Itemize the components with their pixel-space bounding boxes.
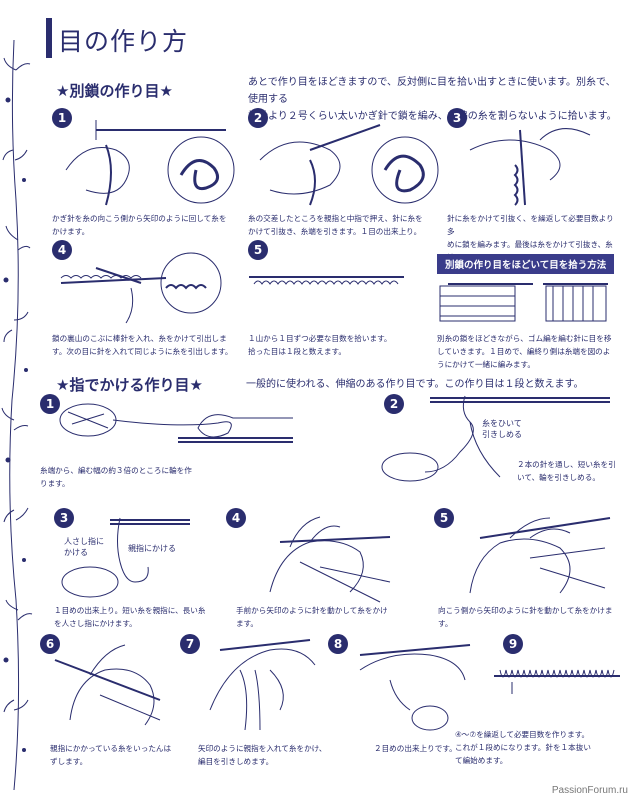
step-caption: かぎ針を糸の向こう側から矢印のように回して糸を かけます。 <box>52 212 242 238</box>
caption-line: 鎖の裏山のこぶに棒針を入れ、糸をかけて引出しま <box>52 334 227 343</box>
title-accent-bar <box>46 18 52 58</box>
caption-line: す。次の目に針を入れて同じように糸を引出します。 <box>52 347 233 356</box>
caption-line: １目めの出来上り。短い糸を親指に、長い糸 <box>54 606 206 615</box>
label-line: 人さし指に <box>64 537 104 546</box>
step-number: 2 <box>384 394 404 414</box>
step-caption: ④〜⑦を繰返して必要目数を作ります。 これが１段めになります。針を１本抜い て編… <box>455 728 627 767</box>
step-caption: 糸の交差したところを親指と中指で押え、針に糸を かけて引抜き、糸端を引きます。１… <box>248 212 438 238</box>
finger-step2-illustration <box>381 395 610 482</box>
caption-line: 親指にかかっている糸をいったんは <box>50 744 172 753</box>
pull-label: 糸をひいて 引きしめる <box>482 418 522 440</box>
floral-border <box>1 39 33 791</box>
caption-line: ２目めの出来上りです。 <box>374 744 457 753</box>
finger-step4-illustration <box>269 516 391 603</box>
thumb-label: 親指にかける <box>128 544 176 553</box>
section2-title: ★指でかける作り目★ <box>56 376 203 394</box>
chain-step1-illustration <box>65 120 235 206</box>
chain-step4-illustration <box>60 252 222 324</box>
caption-line: かけて引抜き、糸端を引きます。１目の出来上り。 <box>248 227 422 236</box>
finger-step9-illustration <box>494 669 620 694</box>
caption-line: これが１段めになります。針を１本抜い <box>455 743 591 752</box>
step-caption: 矢印のように親指を入れて糸をかけ、 編目を引きしめます。 <box>198 742 348 768</box>
step-number: 2 <box>248 108 268 128</box>
step-number: 5 <box>434 508 454 528</box>
caption-line: 拾った目は１段と数えます。 <box>248 347 346 356</box>
caption-line: ２本の針を通し、短い糸を引 <box>517 460 616 469</box>
step-caption: 親指にかかっている糸をいったんは ずします。 <box>50 742 200 768</box>
finger-step1-illustration <box>59 403 293 443</box>
page-title: 目の作り方 <box>58 27 189 56</box>
caption-line: 手前から矢印のように針を動かして糸をかけ <box>236 606 388 615</box>
step-caption: 糸端から、編む幅の約３倍のところに輪を作 ります。 <box>40 464 260 490</box>
caption-line: ります。 <box>40 479 70 488</box>
section1-intro-line: あとで作り目をほどきますので、反対側に目を拾い出すときに使います。別糸で、使用す… <box>248 77 616 105</box>
chain-step2-illustration <box>259 124 439 206</box>
caption-line: かぎ針を糸の向こう側から矢印のように回して糸を <box>52 214 227 223</box>
finger-step6-illustration <box>54 644 161 726</box>
watermark: PassionForum.ru <box>551 785 628 796</box>
step-caption: 向こう側から矢印のように針を動かして糸をかけます。 <box>438 604 623 630</box>
finger-step8-illustration <box>359 644 471 731</box>
caption-line: １山から１目ずつ必要な目数を拾います。 <box>248 334 392 343</box>
caption-line: かけます。 <box>52 227 90 236</box>
index-finger-label: 人さし指に かける <box>64 536 104 558</box>
chain-step3-illustration <box>469 128 591 206</box>
finger-step3-illustration <box>61 517 190 598</box>
caption-line: 向こう側から矢印のように針を動かして糸をかけます。 <box>438 606 613 628</box>
step-number: 3 <box>447 108 467 128</box>
step-caption: ２目めの出来上りです。 <box>374 742 494 755</box>
label-line: かける <box>64 548 88 557</box>
step-number: 9 <box>503 634 523 654</box>
step-number: 1 <box>52 108 72 128</box>
step-number: 5 <box>248 240 268 260</box>
chain-step5-illustration <box>249 276 404 285</box>
section1-intro-line: 棒針より２号くらい太いかぎ針で鎖を編み、鎖編の糸を割らないように拾います。 <box>248 111 617 122</box>
finger-step7-illustration <box>209 639 316 731</box>
step-number: 8 <box>328 634 348 654</box>
caption-line: ④〜⑦を繰返して必要目数を作ります。 <box>455 730 590 739</box>
caption-line: 糸の交差したところを親指と中指で押え、針に糸を <box>248 214 423 223</box>
step-number: 4 <box>52 240 72 260</box>
section1-title: ★別鎖の作り目★ <box>56 82 173 100</box>
step-caption: １山から１目ずつ必要な目数を拾います。 拾った目は１段と数えます。 <box>248 332 438 358</box>
caption-line: していきます。１目めで、編終り側は糸端を図のよ <box>437 347 611 356</box>
step-caption: 鎖の裏山のこぶに棒針を入れ、糸をかけて引出しま す。次の目に針を入れて同じように… <box>52 332 242 358</box>
step-caption: 手前から矢印のように針を動かして糸をかけ ます。 <box>236 604 406 630</box>
caption-line: 糸端から、編む幅の約３倍のところに輪を作 <box>40 466 192 475</box>
label-line: 糸をひいて <box>482 419 522 428</box>
caption-line: 矢印のように親指を入れて糸をかけ、 <box>198 744 327 753</box>
step-number: 1 <box>40 394 60 414</box>
caption-line: 編目を引きしめます。 <box>198 757 274 766</box>
caption-line: て編始めます。 <box>455 756 508 765</box>
step-number: 4 <box>226 508 246 528</box>
caption-line: を人さし指にかけます。 <box>54 619 137 628</box>
caption-line: いて、輪を引きしめる。 <box>517 473 600 482</box>
caption-line: ずします。 <box>50 757 88 766</box>
step-number: 7 <box>180 634 200 654</box>
step-caption: １目めの出来上り。短い糸を親指に、長い糸 を人さし指にかけます。 <box>54 604 234 630</box>
unravel-method-header: 別鎖の作り目をほどいて目を拾う方法 <box>437 254 615 274</box>
unravel-caption: 別糸の鎖をほどきながら、ゴム編を編む針に目を移 していきます。１目めで、編終り側… <box>437 332 617 371</box>
section2-intro: 一般的に使われる、伸縮のある作り目です。この作り目は１段と数えます。 <box>246 379 584 390</box>
caption-line: ます。 <box>236 619 259 628</box>
unravel-illustration <box>439 283 608 322</box>
caption-line: 別糸の鎖をほどきながら、ゴム編を編む針に目を移 <box>437 334 612 343</box>
label-line: 引きしめる <box>482 430 522 439</box>
step-number: 3 <box>54 508 74 528</box>
section1-intro: あとで作り目をほどきますので、反対側に目を拾い出すときに使います。別糸で、使用す… <box>248 74 618 125</box>
step-caption: ２本の針を通し、短い糸を引 いて、輪を引きしめる。 <box>517 458 627 484</box>
caption-line: うにかけて一緒に編みます。 <box>437 360 535 369</box>
step-number: 6 <box>40 634 60 654</box>
caption-line: 針に糸をかけて引抜く、を繰返して必要目数より多 <box>447 214 614 236</box>
finger-step5-illustration <box>469 517 611 594</box>
